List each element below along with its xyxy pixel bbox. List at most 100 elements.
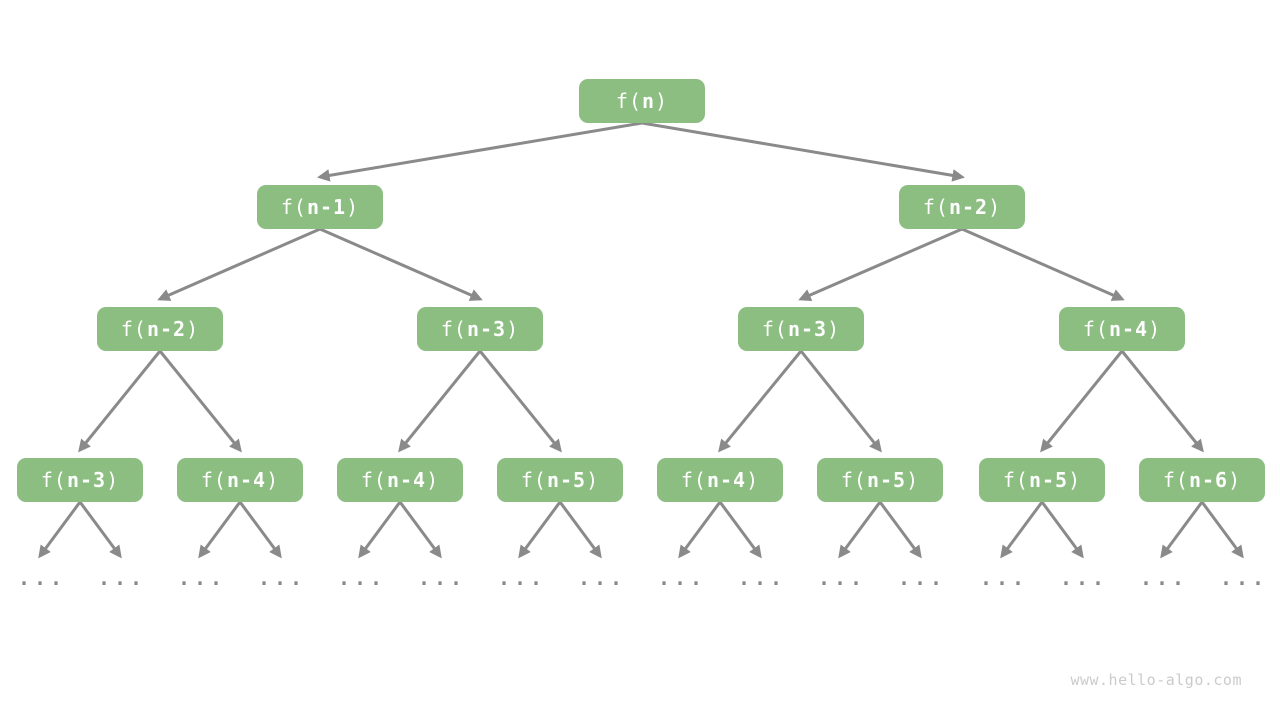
ellipsis-leaf-4: ... — [337, 566, 387, 590]
node-label-suffix: ) — [655, 89, 669, 113]
tree-node-n11: f(n-4) — [657, 458, 783, 502]
watermark: www.hello-algo.com — [1070, 671, 1242, 689]
node-label-argument: n-5 — [866, 468, 907, 492]
ellipsis-leaf-5: ... — [417, 566, 467, 590]
tree-node-n13: f(n-5) — [979, 458, 1105, 502]
ellipsis-leaf-6: ... — [497, 566, 547, 590]
edge-arrow-n3-n7 — [78, 350, 162, 453]
node-label-suffix: ) — [1068, 468, 1082, 492]
node-label-argument: n-2 — [948, 195, 989, 219]
node-label-argument: n-5 — [546, 468, 587, 492]
edge-arrow-n2-n5 — [798, 227, 963, 301]
ellipsis-leaf-8: ... — [657, 566, 707, 590]
edge-arrow-n3-n8 — [158, 350, 242, 453]
node-label-argument: n-6 — [1188, 468, 1229, 492]
node-label-prefix: f( — [1082, 317, 1109, 341]
node-label-suffix: ) — [346, 195, 360, 219]
edge-arrow-n7-leaf1 — [78, 501, 122, 559]
edge-arrow-n1-n3 — [157, 227, 321, 301]
node-label-suffix: ) — [906, 468, 920, 492]
node-label-argument: n-4 — [226, 468, 267, 492]
edge-arrow-n2-n6 — [961, 227, 1125, 301]
edge-arrow-n0-n1 — [317, 121, 643, 182]
node-label-argument: n-4 — [1108, 317, 1149, 341]
tree-node-n7: f(n-3) — [17, 458, 143, 502]
tree-node-n10: f(n-5) — [497, 458, 623, 502]
node-label-prefix: f( — [1162, 468, 1189, 492]
node-label-prefix: f( — [200, 468, 227, 492]
tree-node-n6: f(n-4) — [1059, 307, 1185, 351]
ellipsis-leaf-10: ... — [817, 566, 867, 590]
node-label-prefix: f( — [840, 468, 867, 492]
edge-arrow-n8-leaf2 — [198, 501, 242, 559]
ellipsis-leaf-13: ... — [1059, 566, 1109, 590]
ellipsis-leaf-11: ... — [897, 566, 947, 590]
node-label-suffix: ) — [1228, 468, 1242, 492]
node-label-suffix: ) — [106, 468, 120, 492]
node-label-argument: n-4 — [386, 468, 427, 492]
edge-group — [38, 121, 1244, 559]
node-label-prefix: f( — [120, 317, 147, 341]
edge-arrow-n10-leaf7 — [558, 501, 602, 559]
node-label-prefix: f( — [440, 317, 467, 341]
edge-arrow-n6-n13 — [1040, 350, 1124, 453]
edge-arrow-n0-n2 — [641, 121, 965, 182]
node-label-argument: n-2 — [146, 317, 187, 341]
edge-arrow-n1-n4 — [319, 227, 483, 301]
edge-arrow-n9-leaf5 — [398, 501, 442, 559]
node-label-prefix: f( — [761, 317, 788, 341]
tree-node-n3: f(n-2) — [97, 307, 223, 351]
node-label-prefix: f( — [680, 468, 707, 492]
ellipsis-leaf-9: ... — [737, 566, 787, 590]
node-label-argument: n — [642, 89, 656, 113]
ellipsis-leaf-15: ... — [1219, 566, 1269, 590]
tree-node-n14: f(n-6) — [1139, 458, 1265, 502]
ellipsis-leaf-2: ... — [177, 566, 227, 590]
tree-node-n1: f(n-1) — [257, 185, 383, 229]
ellipsis-leaf-1: ... — [97, 566, 147, 590]
node-label-prefix: f( — [360, 468, 387, 492]
node-label-suffix: ) — [988, 195, 1002, 219]
ellipsis-leaf-3: ... — [257, 566, 307, 590]
edge-arrow-n4-n10 — [478, 350, 562, 453]
node-label-suffix: ) — [506, 317, 520, 341]
edge-arrow-n12-leaf10 — [838, 501, 882, 559]
ellipsis-leaf-7: ... — [577, 566, 627, 590]
ellipsis-leaf-14: ... — [1139, 566, 1189, 590]
edge-arrow-n9-leaf4 — [358, 501, 402, 559]
edge-arrow-n12-leaf11 — [878, 501, 922, 559]
edge-arrow-n13-leaf12 — [1000, 501, 1044, 559]
tree-node-n5: f(n-3) — [738, 307, 864, 351]
node-label-prefix: f( — [40, 468, 67, 492]
node-label-suffix: ) — [426, 468, 440, 492]
node-label-argument: n-1 — [306, 195, 347, 219]
edge-arrow-n6-n14 — [1120, 350, 1204, 453]
edge-arrow-n11-leaf9 — [718, 501, 762, 559]
edge-arrow-n14-leaf14 — [1160, 501, 1204, 559]
node-label-suffix: ) — [586, 468, 600, 492]
ellipsis-leaf-0: ... — [17, 566, 67, 590]
node-label-argument: n-5 — [1028, 468, 1069, 492]
node-label-argument: n-3 — [466, 317, 507, 341]
edge-arrow-n8-leaf3 — [238, 501, 282, 559]
node-label-suffix: ) — [186, 317, 200, 341]
edge-arrow-n10-leaf6 — [518, 501, 562, 559]
node-label-prefix: f( — [1002, 468, 1029, 492]
node-label-suffix: ) — [827, 317, 841, 341]
node-label-prefix: f( — [615, 89, 642, 113]
node-label-argument: n-4 — [706, 468, 747, 492]
node-label-suffix: ) — [746, 468, 760, 492]
edge-arrow-n7-leaf0 — [38, 501, 82, 559]
edge-arrow-n14-leaf15 — [1200, 501, 1244, 559]
node-label-suffix: ) — [1148, 317, 1162, 341]
ellipsis-leaf-12: ... — [979, 566, 1029, 590]
edge-arrow-n5-n11 — [718, 350, 803, 453]
tree-node-n4: f(n-3) — [417, 307, 543, 351]
tree-node-n2: f(n-2) — [899, 185, 1025, 229]
edge-arrow-n5-n12 — [799, 350, 882, 453]
tree-node-n12: f(n-5) — [817, 458, 943, 502]
edge-arrow-n4-n9 — [398, 350, 482, 453]
tree-node-n0: f(n) — [579, 79, 705, 123]
